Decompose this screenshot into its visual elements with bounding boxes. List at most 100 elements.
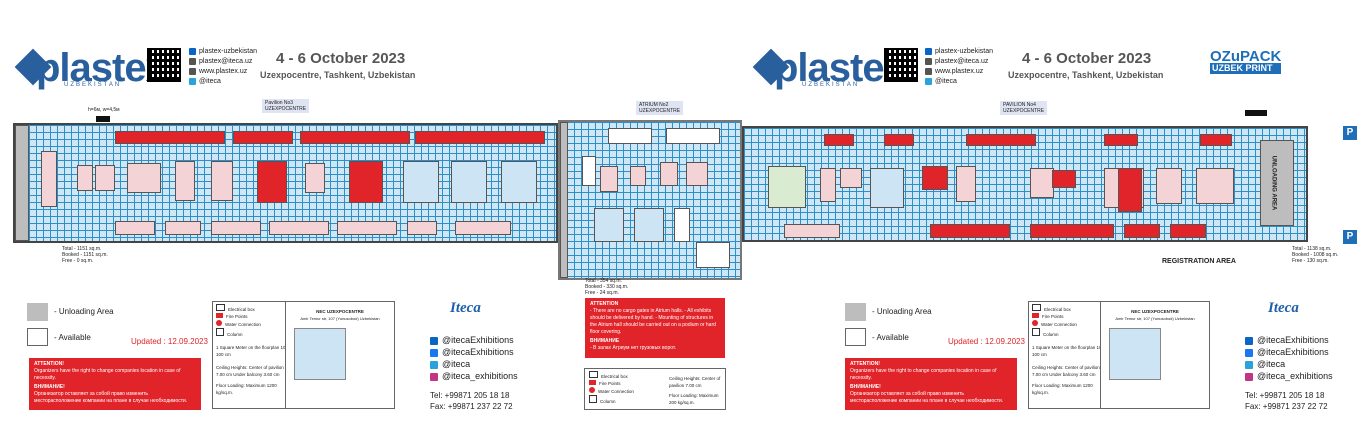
booth[interactable] [501, 161, 537, 203]
booth[interactable] [77, 165, 93, 191]
booth[interactable] [768, 166, 806, 208]
booth[interactable] [300, 131, 410, 144]
linkedin-contact[interactable]: plastex-uzbekistan [189, 47, 269, 57]
fire-points-item: Fire Points [216, 313, 292, 320]
web-contact[interactable]: www.plastex.uz [189, 67, 269, 77]
booth[interactable] [127, 163, 161, 193]
phone-right: Tel: +99871 205 18 18 Fax: +99871 237 22… [1245, 391, 1328, 411]
booth[interactable] [582, 156, 596, 186]
unloading-area [15, 125, 29, 241]
booth[interactable] [115, 221, 155, 235]
ozupack-logo: OZuPACK UZBEK PRINT [1210, 48, 1282, 74]
booth[interactable] [1030, 224, 1114, 238]
web-contact[interactable]: www.plastex.uz [925, 67, 1005, 77]
qr-code-icon [147, 48, 181, 82]
unloading-swatch [27, 303, 48, 321]
contacts-left: plastex-uzbekistan plastex@iteca.uz www.… [189, 47, 269, 87]
booth[interactable] [1052, 170, 1076, 188]
booth[interactable] [415, 131, 545, 144]
booth[interactable] [1156, 168, 1182, 204]
booth[interactable] [824, 134, 854, 146]
booth[interactable] [784, 224, 840, 238]
logo-subtext: UZBEKISTAN [64, 82, 122, 88]
booth[interactable] [1196, 168, 1234, 204]
booth[interactable] [1200, 134, 1232, 146]
logo-text: plastex [36, 46, 168, 90]
booth[interactable] [1124, 224, 1160, 238]
email-contact[interactable]: plastex@iteca.uz [925, 57, 1005, 67]
booth[interactable] [455, 221, 511, 235]
unloading-legend-label: - Unloading Area [54, 307, 114, 316]
booth[interactable] [594, 208, 624, 242]
booth[interactable] [630, 166, 646, 186]
telegram-link[interactable]: @iteca [430, 358, 518, 370]
booth[interactable] [634, 208, 664, 242]
booth[interactable] [269, 221, 329, 235]
booth[interactable] [233, 131, 293, 144]
telegram-contact[interactable]: @iteca [925, 77, 1005, 87]
parking-icon: P [1343, 126, 1357, 140]
totals-right: Total - 1138 sq.m. Booked - 1008 sq.m. F… [1292, 246, 1339, 264]
contacts-right: plastex-uzbekistan plastex@iteca.uz www.… [925, 47, 1005, 87]
instagram-link[interactable]: @iteca_exhibitions [1245, 370, 1333, 382]
booth[interactable] [451, 161, 487, 203]
unloading-legend-label: - Unloading Area [872, 307, 932, 316]
telegram-link[interactable]: @iteca [1245, 358, 1333, 370]
booth[interactable] [884, 134, 914, 146]
booth[interactable] [95, 165, 115, 191]
booth[interactable] [820, 168, 836, 202]
booth[interactable] [660, 162, 678, 186]
facebook-link[interactable]: @itecaExhibitions [1245, 346, 1333, 358]
booth[interactable] [956, 166, 976, 202]
booth[interactable] [600, 166, 618, 192]
plastex-logo-left: plastex UZBEKISTAN [14, 46, 168, 88]
booth[interactable] [696, 242, 730, 268]
linkedin-link[interactable]: @itecaExhibitions [430, 334, 518, 346]
instagram-link[interactable]: @iteca_exhibitions [430, 370, 518, 382]
facebook-link[interactable]: @itecaExhibitions [430, 346, 518, 358]
booth[interactable] [922, 166, 948, 190]
booth[interactable] [840, 168, 862, 188]
linkedin-contact[interactable]: plastex-uzbekistan [925, 47, 1005, 57]
booth[interactable] [930, 224, 1010, 238]
linkedin-link[interactable]: @itecaExhibitions [1245, 334, 1333, 346]
facebook-icon [430, 348, 438, 357]
booth[interactable] [674, 208, 690, 242]
available-legend-label: - Available [872, 333, 909, 342]
truck-icon-left [96, 116, 110, 122]
booth[interactable] [41, 151, 57, 207]
updated-date-left: Updated : 12.09.2023 [131, 337, 208, 346]
booth[interactable] [337, 221, 397, 235]
pavilion4-label: PAVILION No4 UZEXPOCENTRE [1000, 101, 1048, 115]
iteca-logo-left: Iteca [450, 300, 481, 316]
booth[interactable] [257, 161, 287, 203]
instagram-icon [430, 372, 438, 381]
unloading-area-label: UNLOADING AREA [1270, 155, 1277, 211]
telegram-contact[interactable]: @iteca [189, 77, 269, 87]
globe-icon [925, 67, 932, 75]
booth[interactable] [1030, 168, 1054, 198]
booth[interactable] [1170, 224, 1206, 238]
booth[interactable] [211, 221, 261, 235]
booth[interactable] [608, 128, 652, 144]
booth[interactable] [211, 161, 233, 201]
booth[interactable] [870, 168, 904, 208]
water-connection-item: Water Connection [216, 320, 292, 328]
booth[interactable] [1118, 168, 1142, 212]
booth[interactable] [407, 221, 437, 235]
booth[interactable] [686, 162, 708, 186]
totals-left: Total - 1151 sq.m. Booked - 1151 sq.m. F… [62, 246, 108, 264]
booth[interactable] [1104, 134, 1138, 146]
logo-subtext: UZBEKISTAN [802, 82, 860, 88]
booth[interactable] [115, 131, 225, 144]
booth[interactable] [175, 161, 195, 201]
booth[interactable] [305, 163, 325, 193]
booth[interactable] [403, 161, 439, 203]
booth[interactable] [349, 161, 383, 203]
column-item: Column [216, 328, 292, 338]
booth[interactable] [165, 221, 201, 235]
booth[interactable] [666, 128, 720, 144]
instagram-icon [1245, 372, 1253, 381]
booth[interactable] [966, 134, 1036, 146]
email-contact[interactable]: plastex@iteca.uz [189, 57, 269, 67]
